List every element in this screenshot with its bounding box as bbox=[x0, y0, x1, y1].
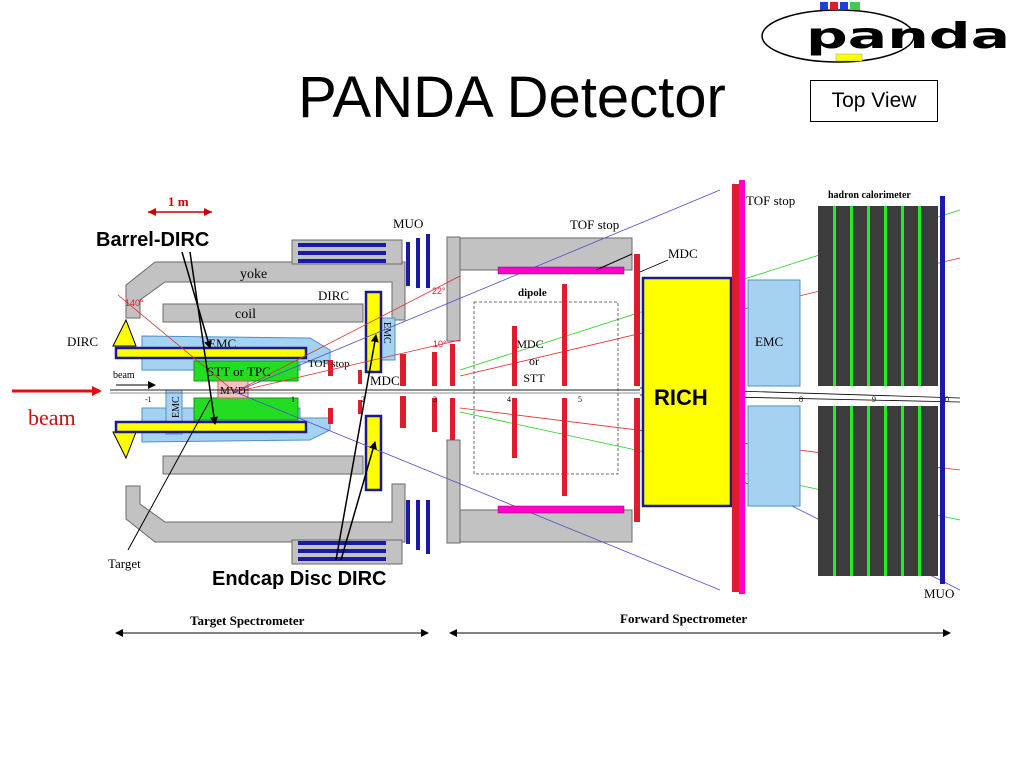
slide-title: PANDA Detector bbox=[298, 65, 726, 130]
mdc-target-label: MDC bbox=[370, 373, 400, 388]
angle-140-label: 140° bbox=[125, 298, 144, 308]
beam-small-label: beam bbox=[113, 370, 135, 381]
target-label: Target bbox=[108, 556, 141, 571]
mdc-or-stt-label: MDC bbox=[516, 337, 543, 351]
emc-forward bbox=[747, 279, 801, 507]
mdc-or-stt-label: STT bbox=[523, 371, 545, 385]
beam-label: beam bbox=[28, 405, 76, 430]
emc-forward-label: EMC bbox=[755, 334, 783, 349]
tof-stop-forward-label: TOF stop bbox=[746, 193, 795, 208]
hadron-calorimeter-label: hadron calorimeter bbox=[828, 190, 911, 201]
dipole-magenta-bars bbox=[497, 266, 625, 514]
logo-text: panda bbox=[806, 16, 1010, 57]
tick-label: -1 bbox=[145, 395, 152, 404]
muo-forward bbox=[940, 196, 945, 584]
barrel-dirc-label: Barrel-DIRC bbox=[96, 229, 209, 251]
dipole-label: dipole bbox=[518, 287, 547, 299]
endcap-disc-dirc bbox=[364, 290, 383, 492]
mdc-or-stt-label: or bbox=[529, 354, 539, 368]
angle-22-label: 22° bbox=[432, 286, 446, 296]
tick-label: 1 bbox=[291, 395, 295, 404]
tof-stop-dipole-pointer bbox=[595, 253, 633, 271]
endcap-dirc-callout-arrows bbox=[335, 334, 379, 561]
forward-tof-red bbox=[732, 184, 739, 592]
tick-label: 5 bbox=[578, 395, 582, 404]
emc-back-label: EMC bbox=[171, 396, 182, 418]
tof-stop-dipole-label: TOF stop bbox=[570, 217, 619, 232]
forward-spectrometer-label: Forward Spectrometer bbox=[620, 611, 747, 626]
rich bbox=[641, 276, 733, 508]
tof-stop-target-label: TOF stop bbox=[308, 358, 350, 370]
top-view-label: Top View bbox=[810, 80, 938, 122]
stt-tpc-label: STT or TPC bbox=[207, 364, 271, 379]
dirc-inner-label: DIRC bbox=[318, 288, 349, 303]
dipole-box bbox=[473, 301, 619, 475]
muo-forward-label: MUO bbox=[924, 586, 954, 601]
tick-label: 8 bbox=[799, 395, 803, 404]
coil-label: coil bbox=[235, 307, 256, 322]
stt bbox=[193, 360, 299, 421]
tick-label: 9 bbox=[872, 395, 876, 404]
emc-endcap-label: EMC bbox=[381, 322, 392, 344]
angle-10-label: 10° bbox=[433, 339, 447, 349]
endcap-disc-dirc-label: Endcap Disc DIRC bbox=[212, 568, 386, 590]
scale-label: 1 m bbox=[168, 194, 189, 209]
dipole-trackers bbox=[450, 254, 640, 522]
dirc-focusing bbox=[112, 318, 137, 460]
tick-label: 2 bbox=[361, 395, 365, 404]
muo-target-label: MUO bbox=[393, 216, 423, 231]
tick-label: 4 bbox=[507, 395, 511, 404]
scale-bar: 1 m bbox=[148, 194, 212, 216]
barrel-dirc-callout-arrows bbox=[181, 251, 218, 425]
forward-tof-magenta bbox=[739, 180, 745, 594]
yoke-label: yoke bbox=[240, 267, 267, 282]
dirc-outer-label: DIRC bbox=[67, 334, 98, 349]
target-spectrometer-label: Target Spectrometer bbox=[190, 613, 305, 628]
mdc-forward-label: MDC bbox=[668, 246, 698, 261]
tof-target bbox=[328, 352, 437, 432]
tick-label: 3 bbox=[433, 395, 437, 404]
hadron-calorimeter bbox=[818, 206, 938, 576]
target-pointer bbox=[127, 399, 211, 551]
rich-label: RICH bbox=[654, 385, 708, 410]
panda-logo: panda bbox=[761, 2, 1010, 63]
